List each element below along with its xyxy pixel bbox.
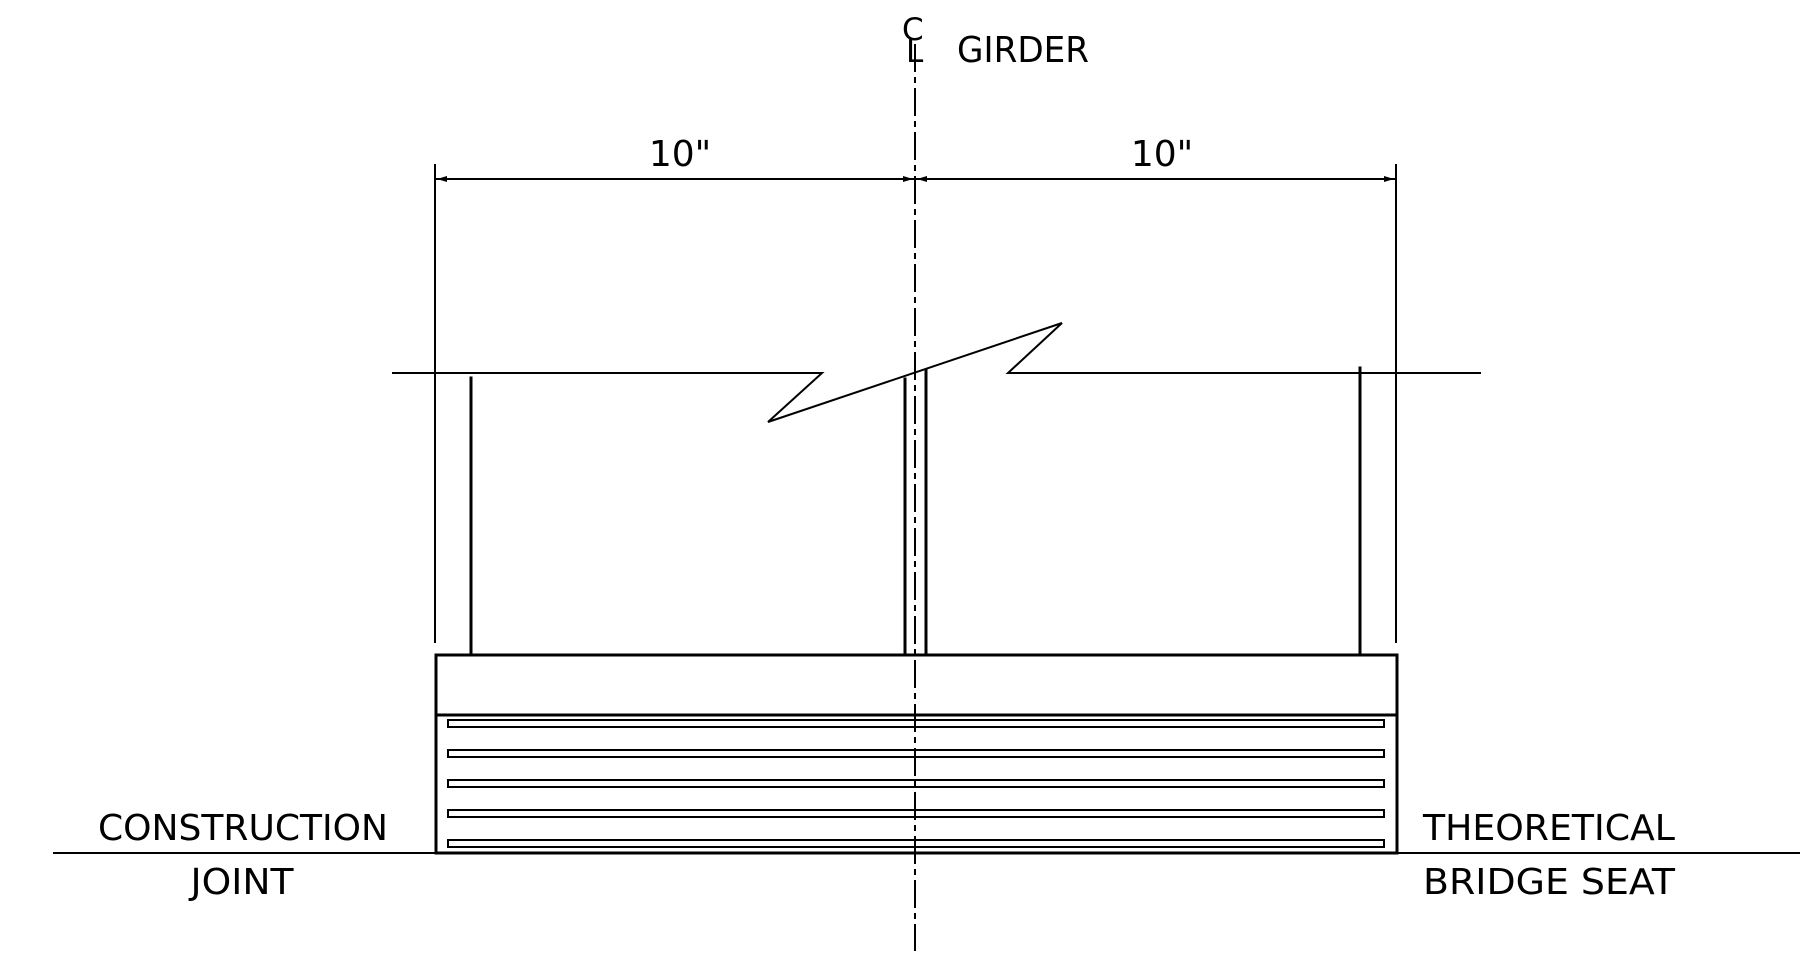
steel-shim-2 [447, 749, 1385, 758]
bridge-seat-label-line2: BRIDGE SEAT [1423, 862, 1676, 903]
left-dimension-label: 10" [649, 134, 711, 175]
construction-joint-label-line1: CONSTRUCTION [98, 808, 388, 849]
centerline-symbol-c: C [902, 12, 924, 48]
bridge-seat-label-line1: THEORETICAL [1422, 808, 1675, 849]
right-dimension-label: 10" [1131, 134, 1193, 175]
sole-plate [434, 653, 1399, 717]
steel-shim-1 [447, 719, 1385, 728]
construction-joint-label-line2: JOINT [188, 862, 294, 903]
steel-shim-4 [447, 809, 1385, 818]
centerline-label: GIRDER [957, 30, 1089, 71]
elastomeric-bearing-pad [434, 713, 1399, 855]
steel-shim-3 [447, 779, 1385, 788]
girder-break-line [392, 322, 1481, 423]
steel-shim-5 [447, 839, 1385, 848]
